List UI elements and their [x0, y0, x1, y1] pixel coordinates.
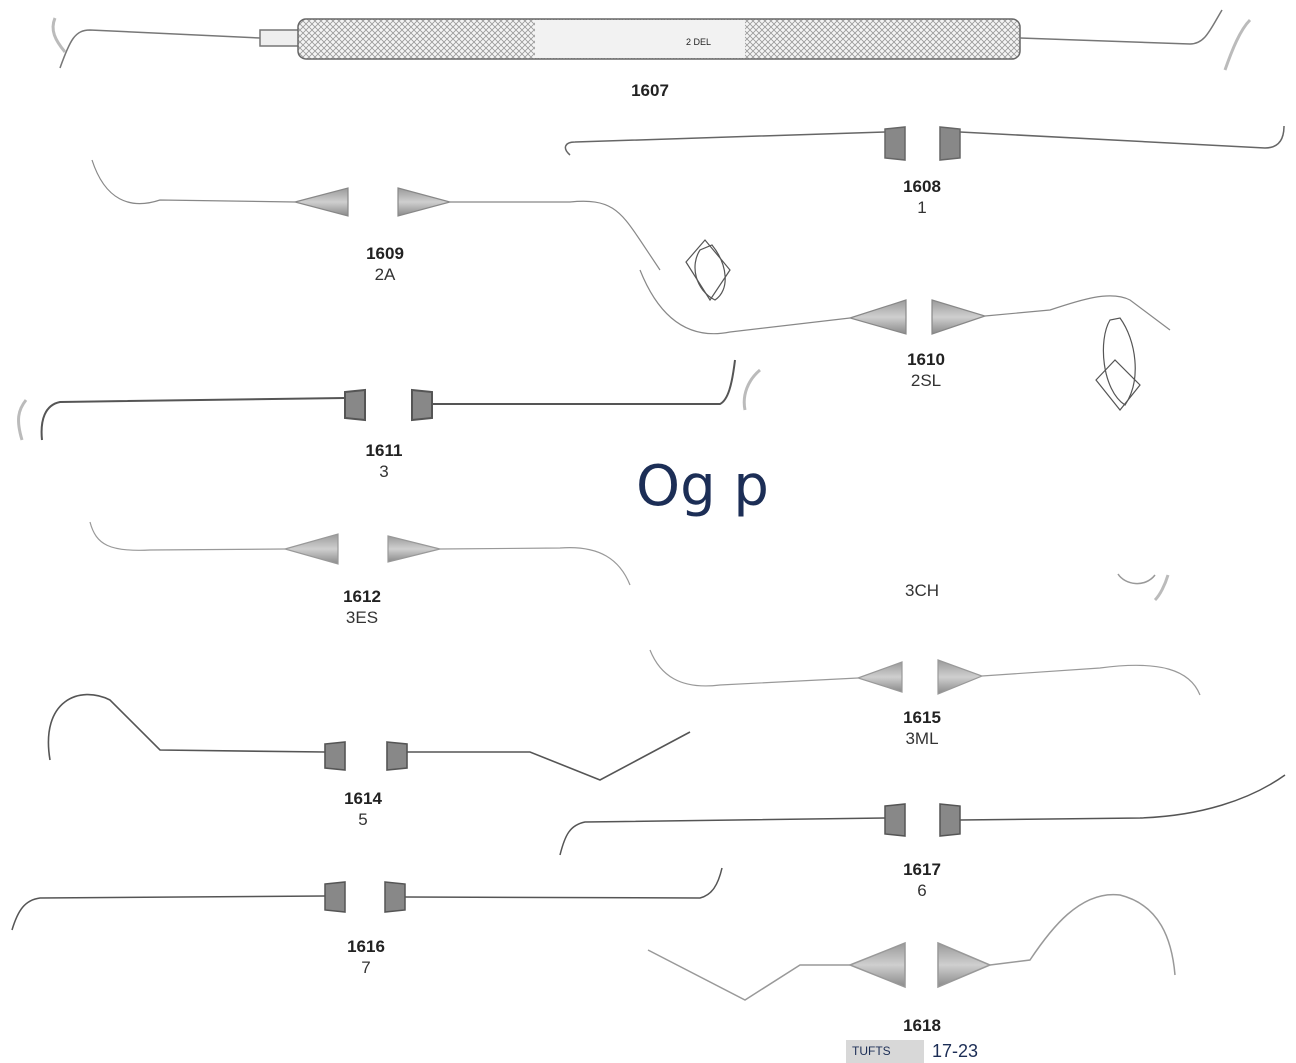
- instrument-1612: [89, 521, 631, 586]
- instrument-1614: [47, 693, 691, 781]
- instrument-1616: [11, 867, 723, 931]
- instrument-1617: [559, 774, 1286, 856]
- instrument-number: 1615: [903, 708, 941, 727]
- label-1608: 1608 1: [862, 176, 982, 218]
- label-1616: 1616 7: [306, 936, 426, 978]
- instrument-number: 1612: [343, 587, 381, 606]
- overlay-text: Og p: [636, 454, 769, 519]
- instrument-1613: [1117, 573, 1170, 602]
- label-1617: 1617 6: [862, 859, 982, 901]
- instrument-1615: [649, 649, 1201, 696]
- instrument-1611: [17, 359, 761, 441]
- instrument-pattern: 3ES: [345, 608, 379, 627]
- label-1610: 1610 2SL: [866, 349, 986, 391]
- instrument-number: 1611: [365, 441, 403, 460]
- instrument-number: 1609: [366, 244, 404, 263]
- instrument-number: 1618: [903, 1016, 941, 1035]
- instrument-1607: 2 DEL: [51, 9, 1252, 71]
- instrument-pattern: 7: [361, 958, 371, 977]
- instrument-pattern: 6: [917, 881, 927, 900]
- instrument-number: 1610: [907, 350, 945, 369]
- label-1609: 1609 2A: [325, 243, 445, 285]
- label-1615: 1615 3ML: [862, 707, 982, 749]
- instrument-number: 1614: [344, 789, 382, 808]
- instrument-pattern: 2A: [374, 265, 396, 284]
- instrument-number: 1607: [631, 81, 669, 100]
- tufts-tag-value: 17-23: [932, 1041, 979, 1061]
- tufts-tag-label: TUFTS: [846, 1040, 924, 1063]
- instrument-pattern: 1: [917, 198, 927, 217]
- instrument-pattern: 5: [358, 810, 368, 829]
- label-1618: 1618: [862, 1015, 982, 1036]
- instrument-pattern: 3ML: [905, 729, 939, 748]
- instrument-1610: [639, 239, 1171, 411]
- instrument-1609: [91, 159, 661, 271]
- instrument-pattern: 2SL: [910, 371, 942, 390]
- label-1614: 1614 5: [303, 788, 423, 830]
- handle-engraving: 2 DEL: [686, 37, 711, 47]
- label-1612: 1612 3ES: [302, 586, 422, 628]
- instrument-number: 1617: [903, 860, 941, 879]
- instrument-number: 1616: [347, 937, 385, 956]
- label-1607: 1607: [590, 80, 710, 101]
- label-1613: 3CH: [862, 580, 982, 601]
- instrument-number: 1608: [903, 177, 941, 196]
- instrument-pattern: 3CH: [904, 581, 939, 600]
- instrument-1608: [564, 125, 1285, 161]
- instrument-1618: [647, 893, 1176, 1001]
- instrument-pattern: 3: [379, 462, 389, 481]
- label-1611: 1611 3: [324, 440, 444, 482]
